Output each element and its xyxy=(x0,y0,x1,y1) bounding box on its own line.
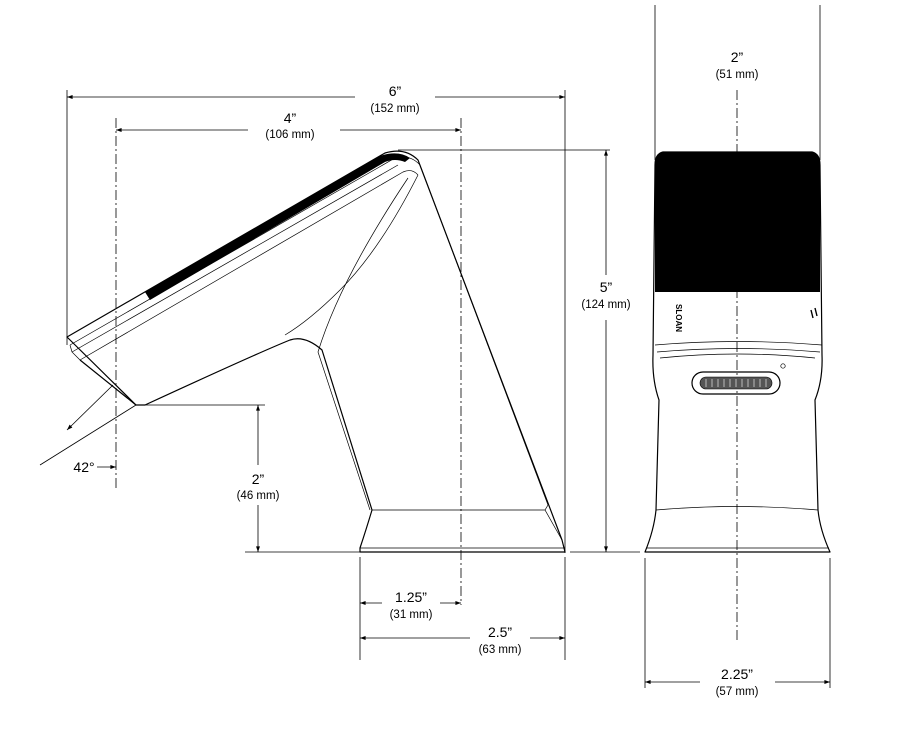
spout-lip xyxy=(659,353,816,359)
side-view: 6” (152 mm) 4” (106 mm) 2” (46 mm) 42° 1… xyxy=(39,83,610,660)
base-offset-metric: (31 mm) xyxy=(390,609,433,621)
base-collar xyxy=(544,504,549,511)
overall-width-metric: (152 mm) xyxy=(370,103,419,115)
spout-bevel xyxy=(79,170,419,361)
base-depth-label: 2.5” xyxy=(488,624,512,640)
base-offset-label: 1.25” xyxy=(395,589,427,605)
spout-reach-metric: (106 mm) xyxy=(265,129,314,141)
base-collar xyxy=(655,506,819,511)
angle-ref-line xyxy=(39,404,137,466)
top-width-metric: (51 mm) xyxy=(716,69,759,81)
base-width-label: 2.25” xyxy=(721,666,753,682)
base-depth-metric: (63 mm) xyxy=(479,644,522,656)
indicator-led xyxy=(780,363,786,369)
spout-lip xyxy=(656,348,821,353)
height-metric: (124 mm) xyxy=(581,299,630,311)
aerator xyxy=(691,371,781,395)
body-contour xyxy=(317,177,409,511)
base-collar xyxy=(372,509,563,541)
top-width-label: 2” xyxy=(731,49,744,65)
spout-reach-label: 4” xyxy=(284,110,297,126)
spout-bevel xyxy=(71,164,399,353)
body-contour xyxy=(284,174,419,336)
angle-leader xyxy=(66,384,114,431)
spout-lip xyxy=(654,341,823,346)
angle-label: 42° xyxy=(73,459,94,475)
body-contour xyxy=(419,164,549,506)
base-width-metric: (57 mm) xyxy=(716,686,759,698)
spout-tip xyxy=(79,359,137,406)
aerator-grille-slots xyxy=(705,379,767,387)
clearance-label: 2” xyxy=(252,471,265,487)
height-label: 5” xyxy=(600,279,613,295)
brand-mark: SLOAN xyxy=(674,304,683,332)
overall-width-label: 6” xyxy=(389,83,402,99)
spout-bevel xyxy=(69,156,421,346)
spout-tip xyxy=(69,344,81,361)
logo-mark-icon xyxy=(810,307,818,319)
faucet-side-outline xyxy=(66,150,566,553)
sensor-panel xyxy=(655,152,820,292)
sensor-strip xyxy=(145,153,410,300)
front-view: 2” (51 mm) 5” (124 mm) SLOAN xyxy=(570,5,831,698)
clearance-metric: (46 mm) xyxy=(237,490,280,502)
